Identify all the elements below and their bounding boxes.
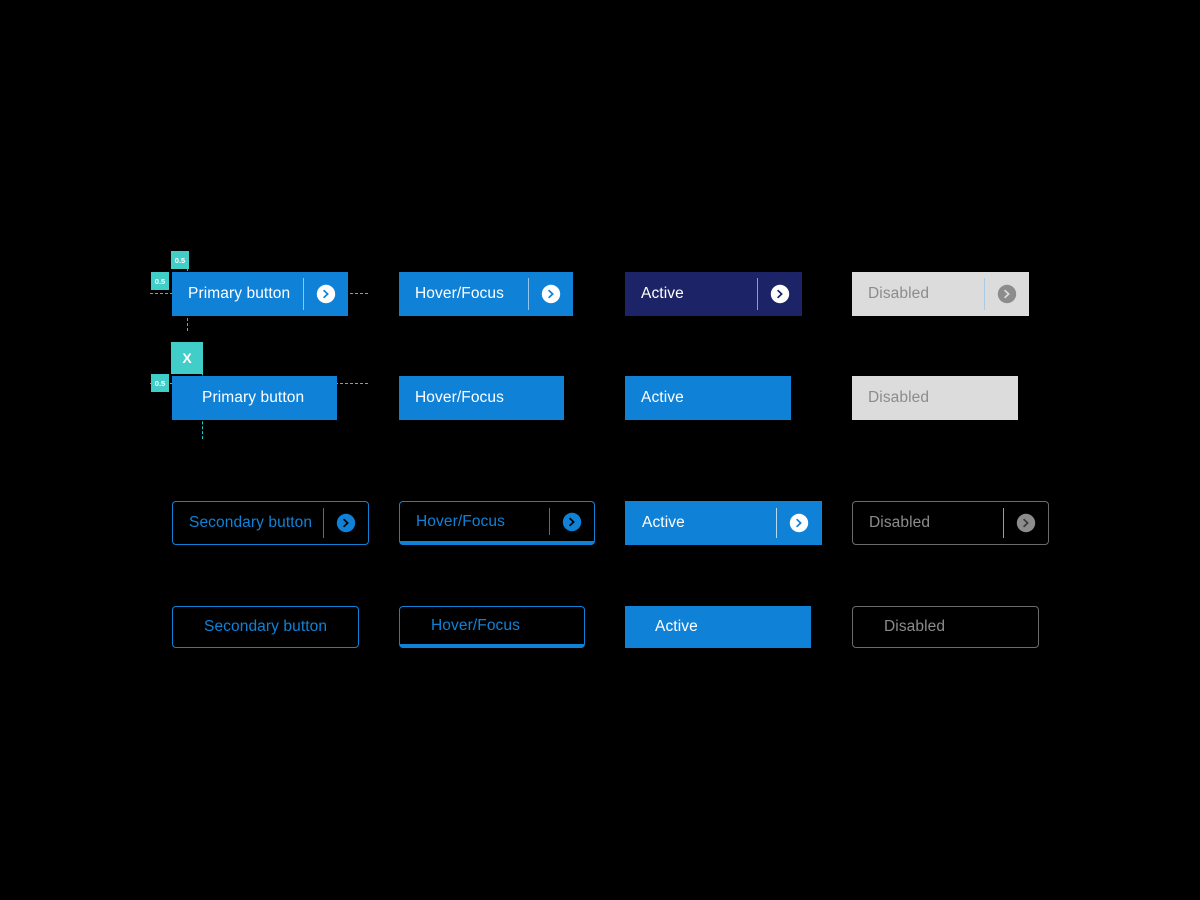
button-secondary-noicon-active[interactable]: Active [625, 606, 811, 648]
button-label: Disabled [869, 514, 931, 531]
measure-badge-left-row1: 0.5 [151, 272, 169, 290]
button-label: Disabled [868, 285, 930, 302]
button-label: Secondary button [204, 618, 328, 635]
button-label: Primary button [202, 389, 305, 406]
button-divider [984, 278, 985, 310]
button-divider [303, 278, 304, 310]
button-primary-hover[interactable]: Hover/Focus [399, 272, 573, 316]
button-secondary-noicon-default[interactable]: Secondary button [172, 606, 359, 648]
button-label: Primary button [188, 285, 291, 302]
button-primary-noicon-disabled: Disabled [852, 376, 1018, 420]
arrow-right-circle-icon [304, 284, 348, 304]
button-secondary-active[interactable]: Active [625, 501, 822, 545]
button-divider [528, 278, 529, 310]
arrow-right-circle-icon [985, 284, 1029, 304]
button-label: Active [655, 618, 698, 635]
button-divider [757, 278, 758, 310]
arrow-right-circle-icon [324, 513, 368, 533]
button-primary-noicon-active[interactable]: Active [625, 376, 791, 420]
button-label: Active [641, 389, 684, 406]
button-label: Disabled [868, 389, 930, 406]
button-label: Hover/Focus [431, 616, 520, 634]
button-primary-default[interactable]: Primary button [172, 272, 348, 316]
arrow-right-circle-icon [529, 284, 573, 304]
button-divider [323, 508, 324, 538]
arrow-right-circle-icon [777, 513, 821, 533]
button-secondary-default[interactable]: Secondary button [172, 501, 369, 545]
arrow-right-circle-icon [550, 512, 594, 532]
button-label: Hover/Focus [416, 512, 505, 530]
button-label: Active [642, 514, 685, 531]
button-secondary-disabled: Disabled [852, 501, 1049, 545]
button-divider [1003, 508, 1004, 538]
measure-badge-left-row2: 0.5 [151, 374, 169, 392]
button-primary-noicon-default[interactable]: Primary button [172, 376, 337, 420]
button-label: Hover/Focus [415, 285, 504, 302]
arrow-right-circle-icon [758, 284, 802, 304]
button-secondary-noicon-hover[interactable]: Hover/Focus [399, 606, 585, 648]
button-divider [776, 508, 777, 538]
button-divider [549, 508, 550, 535]
button-secondary-hover[interactable]: Hover/Focus [399, 501, 595, 545]
button-label: Secondary button [189, 514, 313, 531]
button-label: Disabled [884, 618, 946, 635]
button-label: Active [641, 285, 684, 302]
button-primary-disabled: Disabled [852, 272, 1029, 316]
measure-badge-top-row2: X [171, 342, 203, 374]
button-label: Hover/Focus [415, 389, 504, 406]
button-primary-active[interactable]: Active [625, 272, 802, 316]
button-secondary-noicon-disabled: Disabled [852, 606, 1039, 648]
measure-badge-top-row1: 0.5 [171, 251, 189, 269]
button-primary-noicon-hover[interactable]: Hover/Focus [399, 376, 564, 420]
arrow-right-circle-icon [1004, 513, 1048, 533]
